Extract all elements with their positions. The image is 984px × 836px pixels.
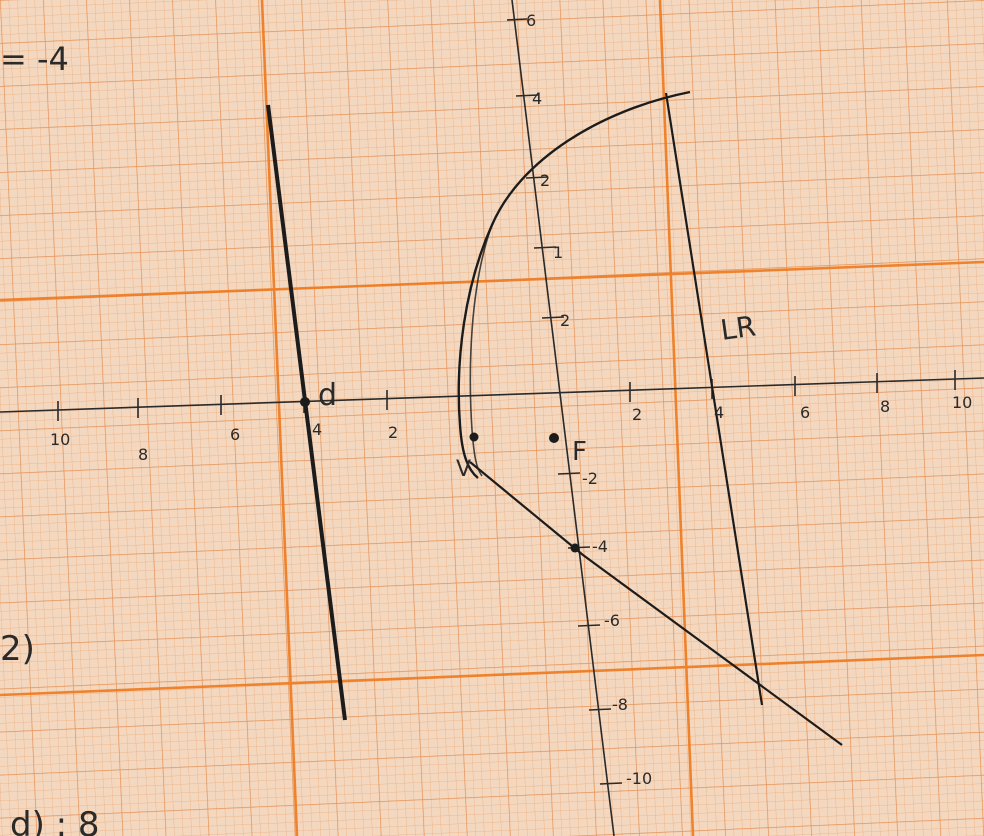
intersection-point: [570, 543, 580, 553]
directrix-point: [300, 397, 310, 407]
x-tick-label: 10: [952, 393, 972, 412]
x-tick-label: 8: [880, 397, 890, 416]
x-tick-labels: 10 8 6 4 2 2 4 6 8 10: [50, 393, 972, 464]
x-axis: [0, 377, 984, 413]
slant-line: [469, 461, 843, 746]
focus-label: F: [572, 437, 587, 467]
x-tick-label: 2: [632, 405, 642, 424]
y-tick-label: -10: [626, 769, 652, 788]
y-tick-label: -2: [582, 469, 598, 488]
vertex-label: V: [456, 457, 471, 482]
y-tick-label: 1: [553, 243, 563, 262]
x-tick-label: 10: [50, 430, 70, 449]
y-tick-label: 2: [560, 311, 570, 330]
x-tick-label: 4: [312, 420, 322, 439]
y-tick-labels: 6 4 2 1 2 -2 -4 -6 -8 -10: [526, 11, 652, 788]
parabola-curve: [457, 90, 691, 479]
directrix-label: d: [318, 378, 337, 413]
question-number: 2): [0, 629, 35, 669]
y-axis: [511, 0, 615, 836]
directrix-line: [266, 104, 347, 721]
x-tick-label: 8: [138, 445, 148, 464]
top-left-note: = -4: [0, 40, 69, 78]
y-tick-label: 4: [532, 89, 542, 108]
x-tick-label: 2: [388, 423, 398, 442]
y-tick-label: 6: [526, 11, 536, 30]
vertex-point: [469, 432, 479, 442]
focus-point: [549, 433, 559, 443]
x-tick-label: 6: [230, 425, 240, 444]
y-tick-label: 2: [540, 171, 550, 190]
latus-rectum-label: LR: [718, 309, 757, 347]
y-tick-label: -6: [604, 611, 620, 630]
latus-rectum-line: [664, 92, 764, 706]
x-tick-label: 4: [714, 403, 724, 422]
x-tick-label: 6: [800, 403, 810, 422]
y-tick-label: -8: [612, 695, 628, 714]
y-tick-marks: [506, 18, 623, 785]
y-tick-label: -4: [592, 537, 608, 556]
parabola-retrace: [469, 224, 493, 477]
bottom-fragment-note: d) : 8: [10, 805, 100, 836]
